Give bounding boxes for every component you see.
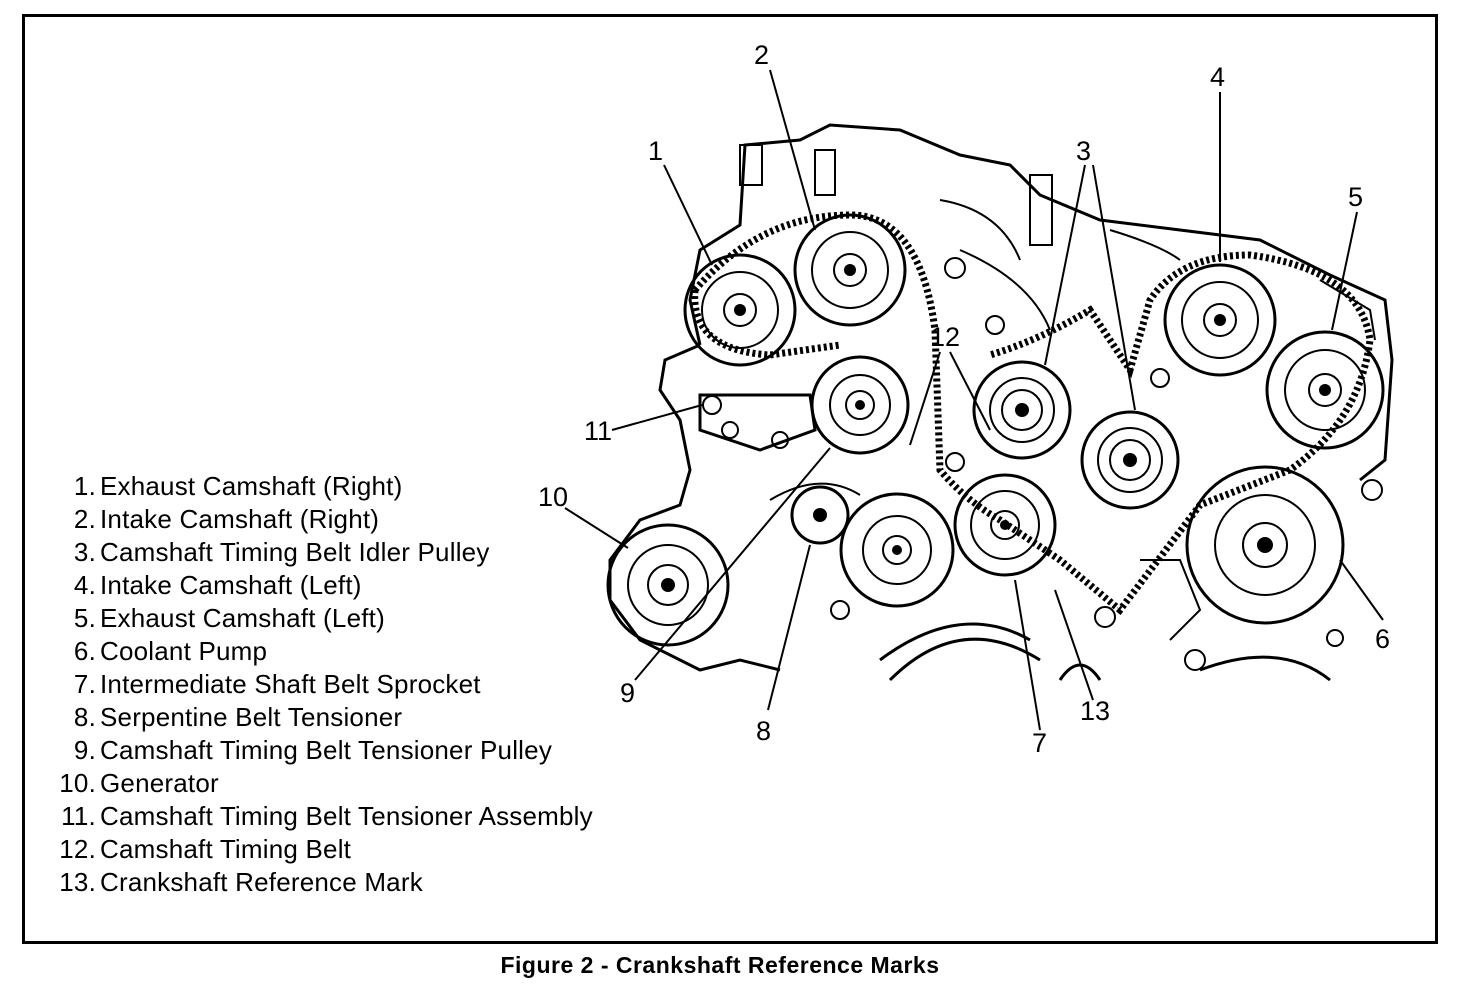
idler-pulley-lower — [1080, 410, 1180, 510]
callout-7: 7 — [1032, 728, 1047, 758]
intake-camshaft-right-sprocket — [793, 213, 907, 327]
legend-item: 5.Exhaust Camshaft (Left) — [73, 603, 385, 633]
legend-item: 3.Camshaft Timing Belt Idler Pulley — [73, 537, 490, 567]
legend-item: 10.Generator — [59, 768, 219, 798]
legend-item: 2.Intake Camshaft (Right) — [73, 504, 380, 534]
callout-1: 1 — [648, 136, 663, 166]
legend-item: 13.Crankshaft Reference Mark — [59, 867, 423, 897]
crankshaft-pulley-partial — [888, 637, 1102, 682]
engine-block-outline — [608, 123, 1394, 682]
callout-2: 2 — [754, 40, 769, 70]
callout-9: 9 — [620, 678, 635, 708]
figure-frame — [22, 14, 1438, 944]
idler-pulley-upper — [972, 360, 1072, 460]
exhaust-camshaft-left-sprocket — [1265, 330, 1385, 450]
callout-8: 8 — [756, 716, 771, 746]
tensioner-assembly — [698, 393, 817, 452]
generator — [606, 523, 730, 647]
callout-3: 3 — [1076, 136, 1091, 166]
callout-5: 5 — [1348, 182, 1363, 212]
exhaust-camshaft-right-sprocket — [683, 253, 797, 367]
legend-item: 9.Camshaft Timing Belt Tensioner Pulley — [73, 735, 553, 765]
callout-10: 10 — [538, 482, 568, 512]
legend-item: 8.Serpentine Belt Tensioner — [73, 702, 403, 732]
legend-item: 12.Camshaft Timing Belt — [59, 834, 352, 864]
legend-item: 7.Intermediate Shaft Belt Sprocket — [73, 669, 481, 699]
tensioner-pulley — [810, 355, 910, 455]
legend-item: 1.Exhaust Camshaft (Right) — [73, 471, 403, 501]
callout-6: 6 — [1375, 624, 1390, 654]
component-legend: 1.Exhaust Camshaft (Right) 2.Intake Cams… — [52, 470, 593, 899]
callout-4: 4 — [1210, 62, 1225, 92]
coolant-pump — [1185, 465, 1345, 625]
serpentine-tensioner-pulley — [839, 492, 955, 608]
legend-item: 6.Coolant Pump — [73, 636, 268, 666]
callout-11: 11 — [584, 416, 612, 446]
leader-lines — [564, 69, 1384, 731]
intermediate-shaft-sprocket — [953, 473, 1057, 577]
legend-item: 11.Camshaft Timing Belt Tensioner Assemb… — [61, 801, 593, 831]
callout-13: 13 — [1080, 696, 1110, 726]
figure-caption: Figure 2 - Crankshaft Reference Marks — [500, 952, 940, 978]
intake-camshaft-left-sprocket — [1163, 263, 1277, 377]
callout-12: 12 — [930, 322, 960, 352]
legend-item: 4.Intake Camshaft (Left) — [73, 570, 362, 600]
serpentine-tensioner-bracket — [769, 482, 861, 545]
